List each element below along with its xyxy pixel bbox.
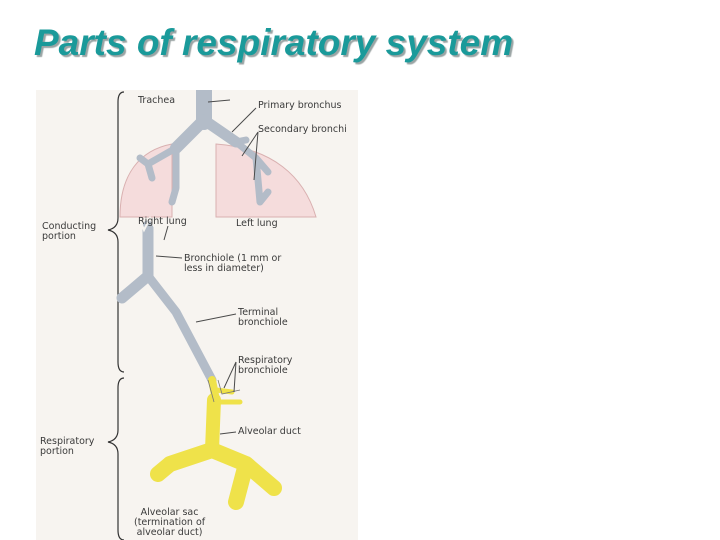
leader-lines <box>155 99 259 435</box>
leader-right-lung <box>163 225 169 241</box>
terminal-bronchiole-shape <box>143 271 217 385</box>
bronchial-tree <box>116 90 272 385</box>
label-respiratory-bronchiole: Respiratory bronchiole <box>238 355 293 376</box>
leader-respiratory-bronchiole <box>223 361 237 393</box>
bronchiole-gap <box>139 215 157 233</box>
label-primary-bronchus: Primary bronchus <box>258 100 342 111</box>
alveolar-duct-shape <box>205 393 221 457</box>
left-lung-shape <box>215 143 317 218</box>
leader-primary-bronchus <box>231 107 257 133</box>
label-bronchiole: Bronchiole (1 mm or less in diameter) <box>184 253 282 274</box>
right-primary-bronchus <box>170 114 210 154</box>
label-respiratory-portion: Respiratory portion <box>40 436 95 457</box>
leader-alveolar-duct <box>219 431 237 435</box>
alveoli-buds <box>213 387 243 405</box>
leader-terminal-bronchiole <box>195 313 237 323</box>
leader-bronchiole <box>155 255 183 259</box>
label-secondary-bronchi: Secondary bronchi <box>258 124 347 135</box>
leader-trachea <box>207 99 231 103</box>
respiratory-diagram-drawing <box>107 90 317 540</box>
label-terminal-bronchiole: Terminal bronchiole <box>238 307 288 328</box>
alveolar-sac-shapes <box>150 442 282 510</box>
slide-title: Parts of respiratory system <box>34 22 514 63</box>
left-primary-bronchus <box>198 114 242 148</box>
label-alveolar-duct: Alveolar duct <box>238 426 301 437</box>
respiratory-diagram: Trachea Primary bronchus Secondary bronc… <box>36 90 358 540</box>
label-alveolar-sac: Alveolar sac (termination of alveolar du… <box>134 507 206 538</box>
label-left-lung: Left lung <box>236 218 278 229</box>
respiratory-bracket <box>107 377 125 540</box>
leader-secondary-bronchi <box>241 131 259 181</box>
conducting-bracket <box>107 91 125 373</box>
label-conducting-portion: Conducting portion <box>42 221 97 242</box>
label-right-lung: Right lung <box>138 216 187 227</box>
right-secondary-bronchi <box>136 144 180 206</box>
bronchiole-shape <box>116 220 154 304</box>
respiratory-zone <box>150 376 282 510</box>
label-trachea: Trachea <box>138 95 176 106</box>
